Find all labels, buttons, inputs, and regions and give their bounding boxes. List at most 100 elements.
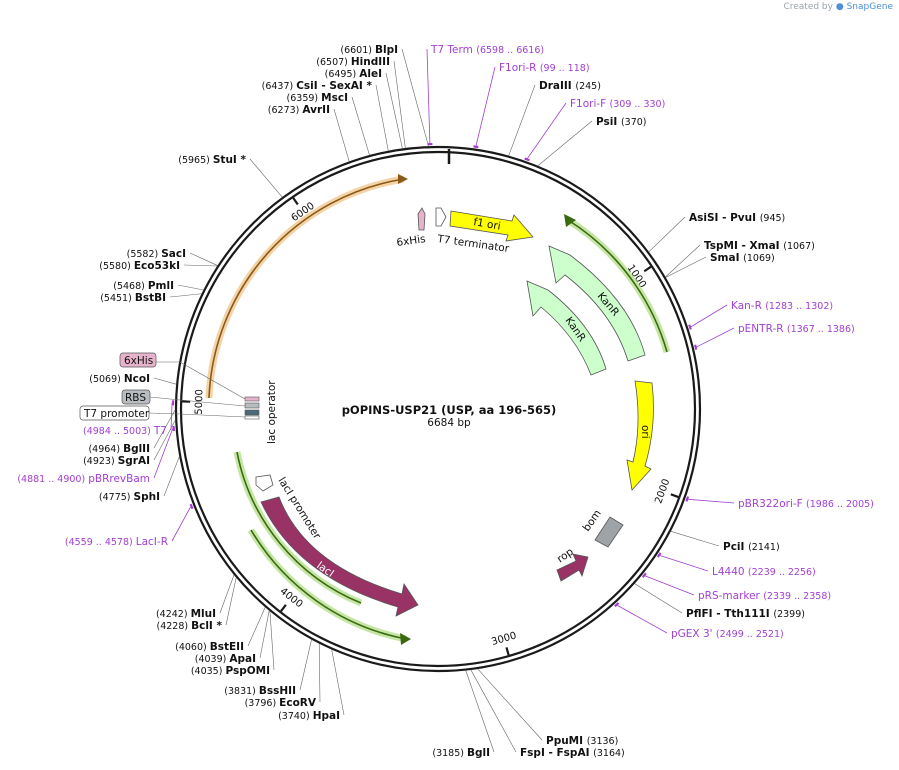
enzyme-leader-line [665, 244, 701, 278]
primer-leader-line [688, 498, 735, 504]
primer-label: F1ori-R (99 .. 118) [499, 62, 590, 74]
enzyme-leader-line [219, 574, 235, 614]
t7-terminator-label: T7 terminator [436, 233, 511, 255]
enzyme-label: TspMI - XmaI (1067) [704, 240, 815, 252]
primer-marker [656, 552, 662, 558]
primer-sites: T7 Term (6598 .. 6616) F1ori-R (99 .. 118… [17, 44, 874, 640]
plasmid-name: pOPINS-USP21 (USP, aa 196-565) [342, 403, 557, 417]
lac-operator-label: lac operator [266, 380, 278, 444]
primer-label: pBR322ori-F (1986 .. 2005) [738, 498, 874, 510]
primer-label: (4984 .. 5003) T7 [83, 425, 167, 437]
primer-label: L4440 (2239 .. 2256) [712, 566, 816, 578]
primer-marker [524, 157, 530, 162]
tick-mark [643, 265, 652, 273]
enzyme-leader-line [153, 420, 176, 461]
boxed-t7-promoter: T7 promoter [79, 405, 246, 421]
enzyme-label: (5582) SacI [127, 248, 186, 260]
enzyme-leader-line [634, 583, 683, 614]
enzyme-label: FspI - FspAI (3164) [520, 747, 625, 759]
tick-label: 3000 [490, 630, 518, 648]
enzyme-label: (6507) HindIII [316, 56, 390, 68]
enzyme-leader-line [401, 48, 429, 147]
orf-arc-orange-head [398, 174, 408, 184]
orf-arc-orange-core [208, 178, 405, 399]
enzyme-leader-line [477, 668, 543, 741]
enzyme-leader-line [183, 264, 218, 267]
primer-leader-line [426, 48, 431, 144]
enzyme-label: (3831) BssHII [224, 685, 296, 697]
enzyme-label: (4964) BglII [88, 443, 150, 455]
feature-bom: bom [581, 508, 624, 548]
orf-arc-green-left-1-core [236, 451, 362, 604]
enzyme-leader-line [333, 108, 350, 162]
snapgene-credit: Created by ● SnapGene [783, 2, 893, 12]
bom-label: bom [581, 508, 604, 534]
feature-rop: rop [555, 546, 589, 582]
orf-arc-green-left-2-head [400, 633, 411, 645]
enzyme-leader-line [385, 72, 403, 149]
enzyme-label: PciI (2141) [723, 541, 780, 553]
credit-prefix: Created by [783, 2, 833, 12]
credit-brand: SnapGene [846, 2, 893, 12]
boxed-rbs: RBS [121, 389, 246, 407]
feature-ori: ori [626, 380, 654, 491]
enzyme-leader-line [393, 60, 406, 149]
enzyme-label: (5965) StuI * [178, 154, 246, 166]
enzyme-leader-line [299, 639, 312, 691]
enzyme-leader-line [537, 120, 593, 166]
boxed-t7-promoter-label: T7 promoter [83, 408, 150, 420]
primer-leader-line [475, 66, 496, 146]
primer-marker [685, 496, 690, 502]
enzyme-leader-line [153, 377, 177, 385]
enzyme-label: (4242) MluI [156, 608, 216, 620]
enzyme-leader-line [465, 670, 495, 753]
primer-label: (4559 .. 4578) LacI-R [65, 536, 168, 548]
primer-leader-line [644, 575, 695, 596]
primer-marker [614, 602, 620, 608]
enzyme-leader-line [259, 610, 270, 659]
enzyme-leader-line [670, 531, 720, 547]
tick-mark [292, 197, 299, 206]
plasmid-size: 6684 bp [427, 417, 471, 429]
tick-mark [280, 604, 287, 612]
f1-ori-label: f1 ori [472, 216, 501, 233]
enzyme-label: SmaI (1069) [710, 252, 775, 264]
enzyme-label: (5451) BstBI [100, 292, 166, 304]
enzyme-leader-line [665, 256, 707, 278]
orf-arc-green-left-2-core [250, 529, 407, 640]
primer-marker [473, 145, 479, 149]
primer-label: T7 Term (6598 .. 6616) [430, 44, 544, 56]
primer-leader-line [171, 506, 191, 542]
boxed-his6: 6xHis [119, 352, 246, 400]
enzyme-label: (3796) EcoRV [245, 697, 317, 709]
primer-label: (4881 .. 4900) pBRrevBam [17, 473, 150, 485]
enzyme-leader-line [163, 456, 180, 497]
primer-leader-line [690, 304, 728, 328]
enzyme-leader-line [648, 216, 686, 253]
orf-arc-green-right-core [567, 219, 668, 353]
enzyme-label: (5580) Eco53kI [99, 260, 180, 272]
enzyme-leader-line [269, 611, 275, 671]
enzyme-label: (6273) AvrII [268, 104, 330, 116]
primer-marker [189, 503, 194, 510]
primer-label: pGEX 3' (2499 .. 2521) [671, 628, 784, 640]
primer-label: F1ori-F (309 .. 330) [570, 98, 665, 110]
orf-arcs [205, 174, 671, 645]
primer-label: pENTR-R (1367 .. 1386) [738, 323, 855, 335]
primer-label: pRS-marker (2339 .. 2358) [698, 590, 831, 602]
primer-leader-line [527, 102, 567, 159]
enzyme-label: (6437) CsiI - SexAI * [262, 80, 373, 92]
enzyme-label: (5468) PmlI [113, 280, 174, 292]
primer-leader-line [170, 402, 173, 431]
enzyme-label: (6601) BlpI [340, 44, 398, 56]
feature-lac-operator: lac operator [244, 380, 278, 444]
enzyme-label: PsiI (370) [596, 116, 646, 128]
enzyme-leader-line [189, 252, 218, 266]
feature-6xhis-inner: 6xHis [396, 207, 426, 249]
enzyme-label: (4923) SgrAI [83, 455, 150, 467]
ori-label: ori [639, 425, 651, 439]
primer-leader-line [659, 555, 709, 572]
primer-leader-line [696, 327, 735, 348]
primer-marker [641, 572, 647, 578]
